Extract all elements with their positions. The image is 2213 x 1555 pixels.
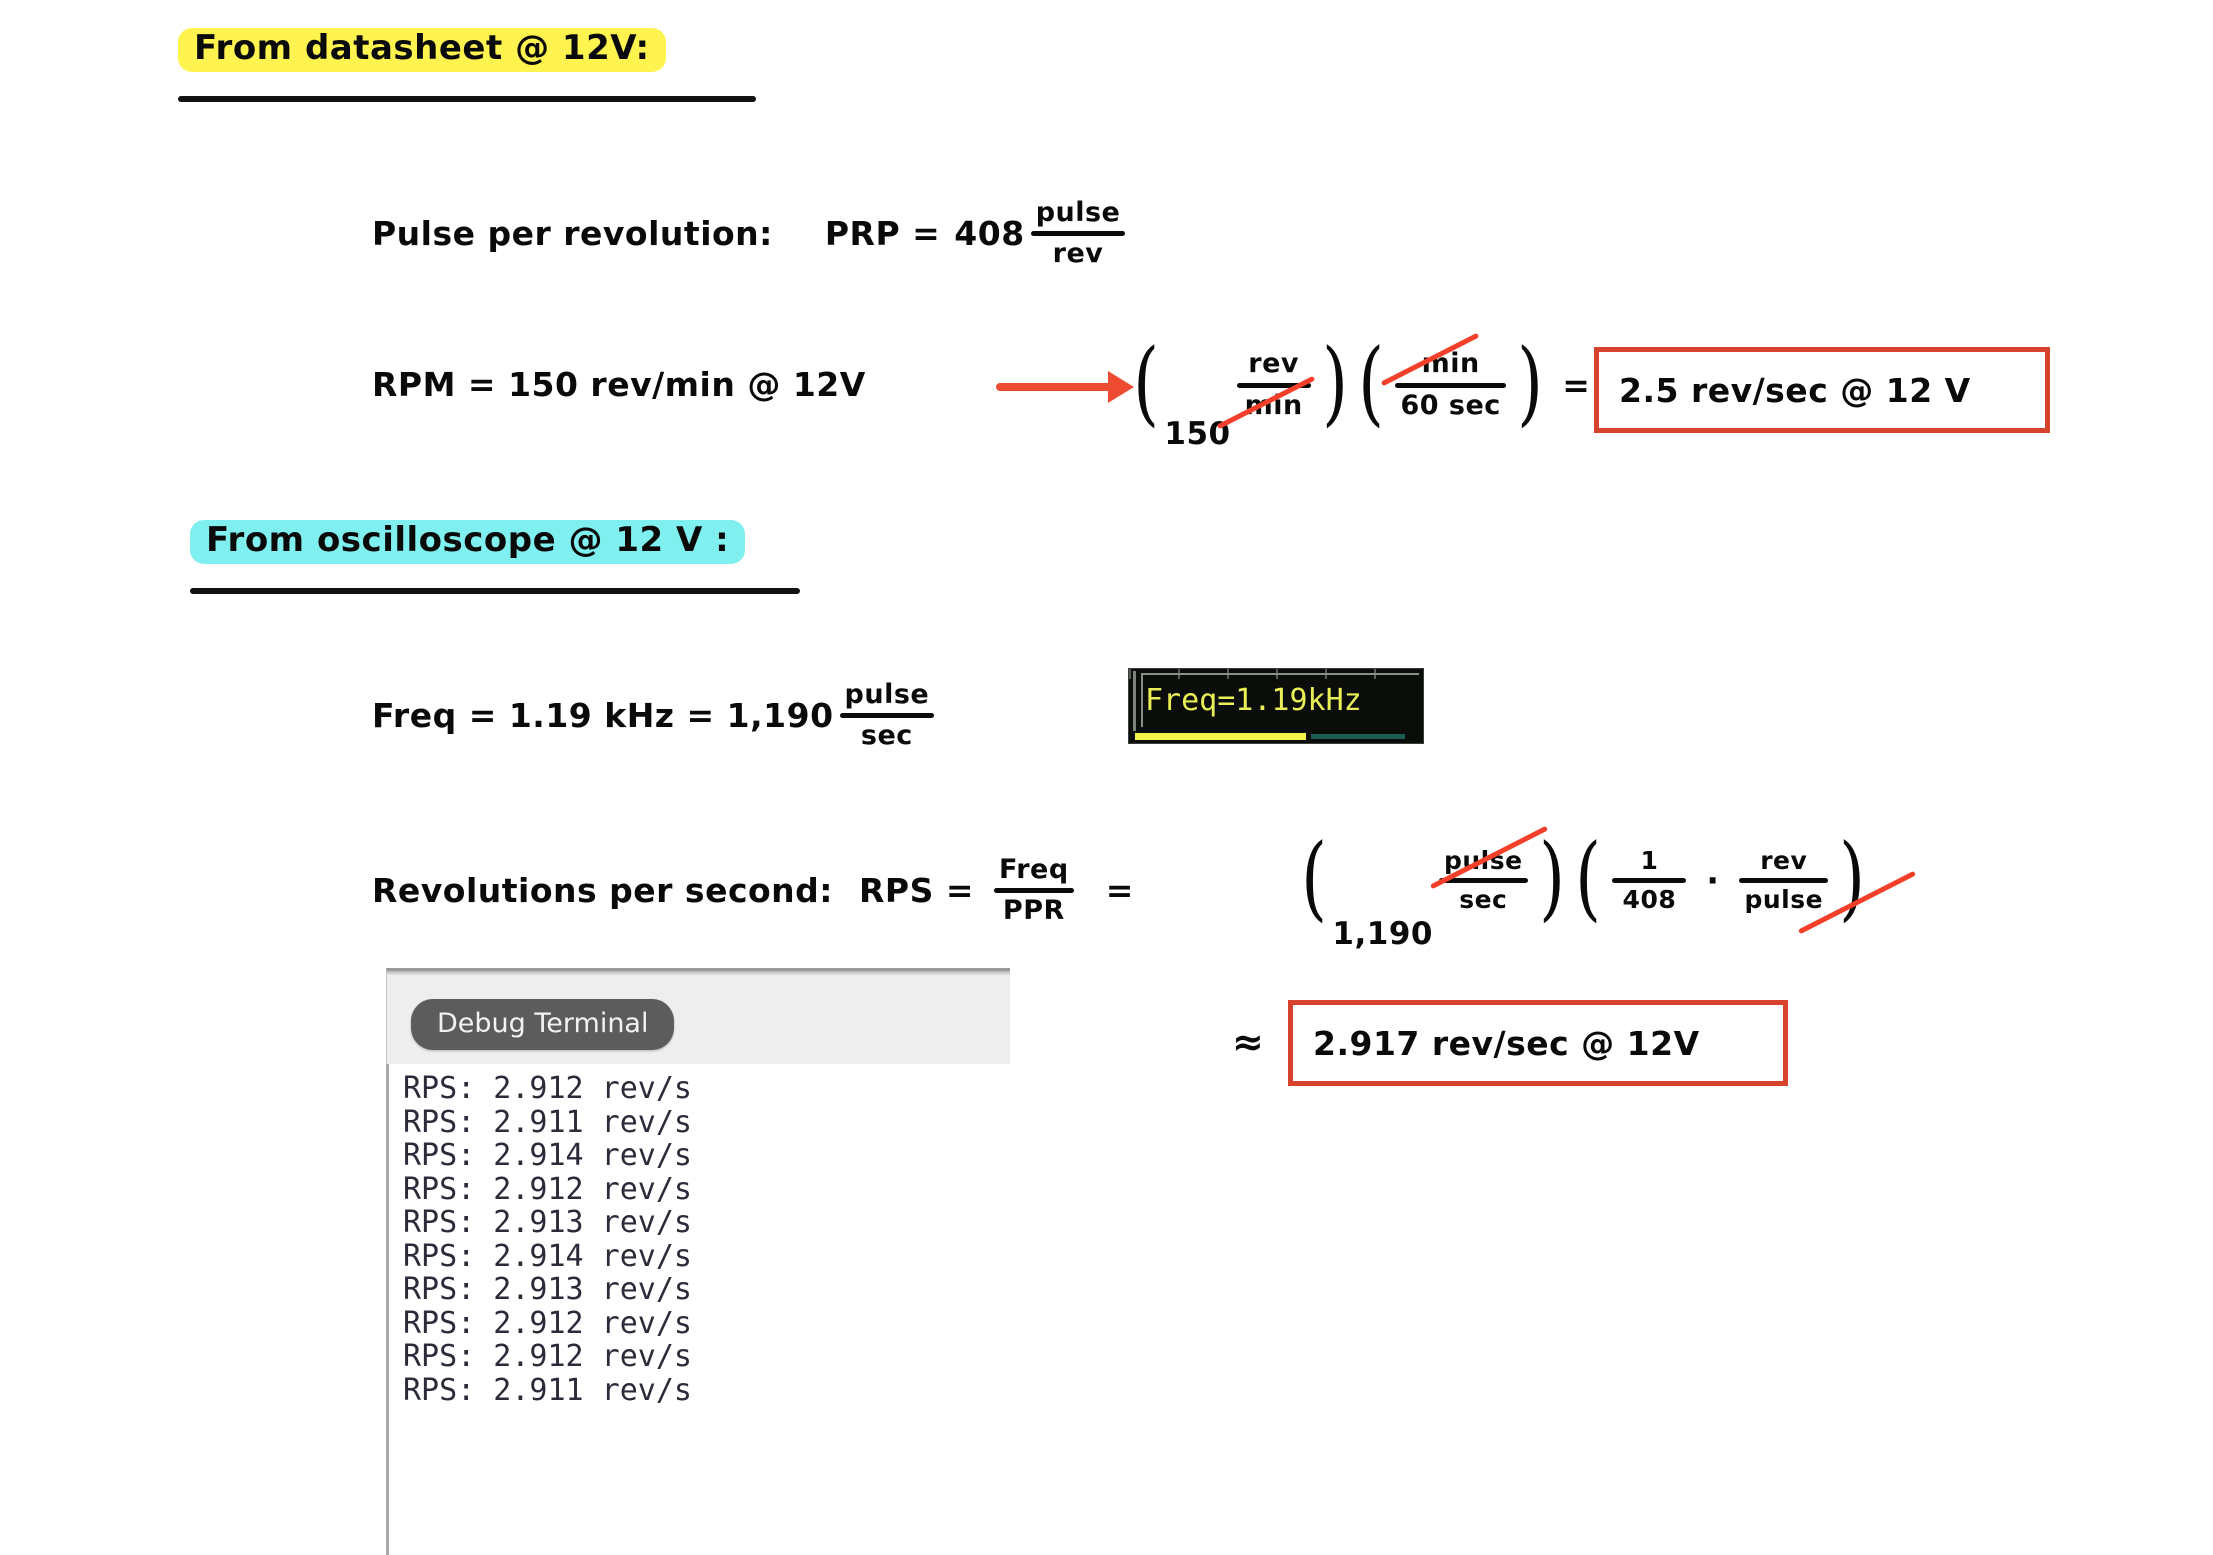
freq-numerator: Freq (999, 854, 1069, 885)
debug-terminal-output[interactable]: RPS: 2.912 rev/s RPS: 2.911 rev/s RPS: 2… (386, 1064, 824, 1555)
datasheet-answer-box: 2.5 rev/sec @ 12 V (1594, 347, 2050, 433)
fraction-bar (994, 888, 1074, 894)
debug-terminal-header: Debug Terminal (386, 968, 1010, 1064)
min-per-60sec-fraction: min 60 sec (1395, 348, 1506, 421)
ppr-symbol: PRP = (824, 214, 941, 254)
fraction-bar (1438, 877, 1528, 883)
rpm-statement-text: RPM = 150 rev/min @ 12V (372, 365, 866, 404)
ppr-unit-numerator: pulse (1035, 197, 1121, 228)
scope-left-edge-line (1133, 671, 1136, 731)
min-numerator: min (1421, 348, 1480, 380)
408-denominator: 408 (1622, 884, 1677, 914)
datasheet-heading: From datasheet @ 12V: (178, 28, 666, 72)
datasheet-heading-underline (178, 96, 756, 102)
datasheet-heading-group: From datasheet @ 12V: (178, 28, 756, 102)
approx-symbol: ≈ (1232, 1020, 1265, 1064)
terminal-line: RPS: 2.913 rev/s (403, 1272, 692, 1307)
terminal-line: RPS: 2.912 rev/s (403, 1305, 692, 1341)
ppr-label: Pulse per revolution: (372, 214, 773, 254)
terminal-line: RPS: 2.912 rev/s (403, 1171, 692, 1207)
oscilloscope-heading-group: From oscilloscope @ 12 V : (190, 520, 800, 594)
paren-open: ( (1358, 328, 1385, 436)
frequency-equation: Freq = 1.19 kHz = 1,190 pulse sec (372, 679, 940, 752)
rpm-statement: RPM = 150 rev/min @ 12V (372, 368, 866, 401)
paren-close: ) (1538, 823, 1565, 931)
fraction-bar (1395, 382, 1506, 388)
rev-numerator: rev (1760, 845, 1808, 875)
ppr-equation: Pulse per revolution: PRP = 408 pulse re… (372, 197, 1131, 270)
frequency-text: Freq = 1.19 kHz = 1,190 (372, 696, 834, 736)
oscilloscope-capture: Freq=1.19kHz (1128, 668, 1424, 744)
ppr-unit-fraction: pulse rev (1030, 197, 1126, 270)
pulse-numerator: pulse (844, 679, 930, 710)
scope-frequency-reading: Freq=1.19kHz (1145, 683, 1362, 718)
freq-over-ppr-fraction: Freq PPR (994, 854, 1074, 927)
rev-per-pulse-fraction: rev pulse (1739, 845, 1829, 914)
ppr-value: 408 (954, 214, 1025, 254)
rps-unit-conversion: ( 1,190 pulse sec ) ( 1 408 · rev pulse … (1296, 820, 1870, 949)
oscilloscope-answer-text: 2.917 rev/sec @ 12V (1313, 1023, 1700, 1063)
terminal-line: RPS: 2.913 rev/s (403, 1205, 692, 1240)
one-numerator: 1 (1640, 845, 1659, 875)
equals-sign: = (1562, 365, 1591, 405)
paren-close: ) (1516, 328, 1544, 436)
sec-denominator: sec (1459, 884, 1508, 914)
approximately-equal-sign: ≈ (1232, 1023, 1264, 1061)
rpm-unit-conversion: ( 150 rev min ) ( min 60 sec ) = (1128, 328, 1591, 449)
fraction-bar (1612, 877, 1687, 883)
fraction-bar (1236, 382, 1311, 388)
oscilloscope-heading: From oscilloscope @ 12 V : (190, 520, 746, 564)
fraction-bar (1739, 877, 1829, 883)
one-over-408-fraction: 1 408 (1612, 845, 1687, 914)
scope-waveform-trace (1135, 733, 1306, 740)
rps-equation: Revolutions per second: RPS = Freq PPR = (372, 854, 1134, 927)
rps-label: Revolutions per second: (372, 871, 833, 911)
terminal-line: RPS: 2.912 rev/s (403, 1071, 692, 1106)
datasheet-answer-text: 2.5 rev/sec @ 12 V (1619, 370, 1971, 410)
ppr-unit-denominator: rev (1052, 238, 1104, 270)
pulse-per-sec-fraction: pulse sec (839, 679, 935, 752)
scope-frame-lines (1141, 673, 1419, 727)
terminal-line: RPS: 2.911 rev/s (403, 1372, 692, 1408)
scope-secondary-trace (1311, 734, 1406, 739)
rps-coefficient: 1,190 (1332, 916, 1433, 952)
ppr-denominator: PPR (1002, 895, 1065, 927)
rev-numerator: rev (1248, 348, 1299, 380)
sec-denominator: 60 sec (1400, 389, 1501, 421)
paren-open: ( (1133, 328, 1160, 436)
terminal-line: RPS: 2.911 rev/s (403, 1104, 692, 1140)
paren-open: ( (1575, 823, 1602, 931)
paren-open: ( (1301, 823, 1328, 931)
multiplication-dot: · (1706, 860, 1720, 900)
terminal-line: RPS: 2.914 rev/s (403, 1238, 692, 1274)
oscilloscope-heading-underline (190, 588, 800, 594)
fraction-bar (839, 713, 935, 719)
debug-terminal-window: Debug Terminal RPS: 2.912 rev/s RPS: 2.9… (386, 968, 1010, 1555)
sec-denominator: sec (860, 720, 913, 752)
equals-sign: = (1105, 871, 1134, 911)
rps-symbol: RPS = (859, 871, 975, 911)
terminal-line: RPS: 2.914 rev/s (403, 1138, 692, 1173)
pulse-denominator: pulse (1744, 884, 1824, 914)
fraction-bar (1030, 231, 1126, 237)
paren-close: ) (1321, 328, 1348, 436)
oscilloscope-answer-box: 2.917 rev/sec @ 12V (1288, 1000, 1788, 1086)
debug-terminal-tab[interactable]: Debug Terminal (411, 999, 675, 1050)
terminal-line: RPS: 2.912 rev/s (403, 1339, 692, 1374)
